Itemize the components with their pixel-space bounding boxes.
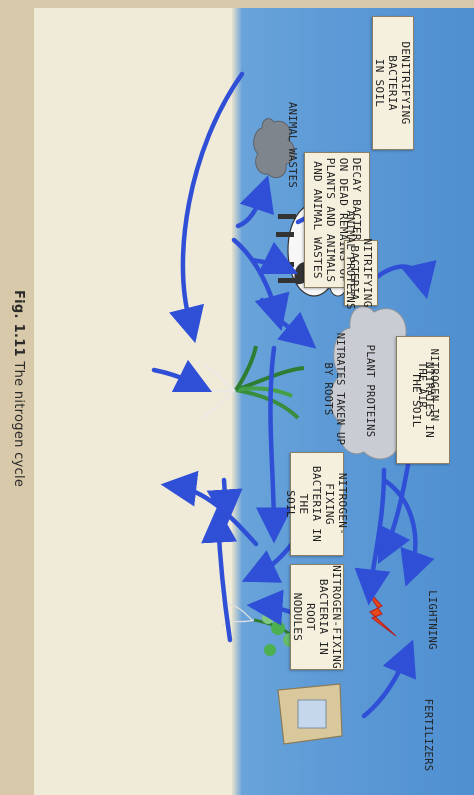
animal-wastes-label: ANIMAL WASTES	[286, 101, 298, 189]
figure-title: The nitrogen cycle	[11, 361, 26, 488]
storm-cloud-icon	[253, 118, 295, 179]
nitrates-roots-label: NITRATES TAKEN UP BY ROOTS	[322, 332, 346, 446]
lightning-icon	[361, 583, 397, 637]
nitrogen-air-label: NITROGEN IN THE AIR	[416, 348, 440, 422]
fertilizers-label: FERTILIZERS	[422, 698, 434, 772]
denitrifying-bacteria-box: DENITRIFYING BACTERIA IN SOIL	[372, 16, 414, 150]
fertilizer-bag-icon	[277, 683, 343, 745]
cycle-arrows	[151, 71, 437, 719]
nitrogen-fixing-soil-box: NITROGEN-FIXING BACTERIA IN THE SOIL	[285, 452, 350, 556]
plant-proteins-label: PLANT PROTEINS	[364, 344, 376, 438]
nitrogen-fixing-root-box: NITROGEN-FIXING BACTERIA IN ROOT NODULES	[290, 564, 344, 670]
figure-caption: Fig. 1.11 The nitrogen cycle	[11, 290, 26, 487]
figure-number: Fig. 1.11	[11, 290, 26, 357]
animal-proteins-label: ANIMAL PROTEINS	[344, 210, 356, 310]
plant-icon	[191, 345, 305, 420]
lightning-label: LIGHTNING	[426, 590, 438, 650]
